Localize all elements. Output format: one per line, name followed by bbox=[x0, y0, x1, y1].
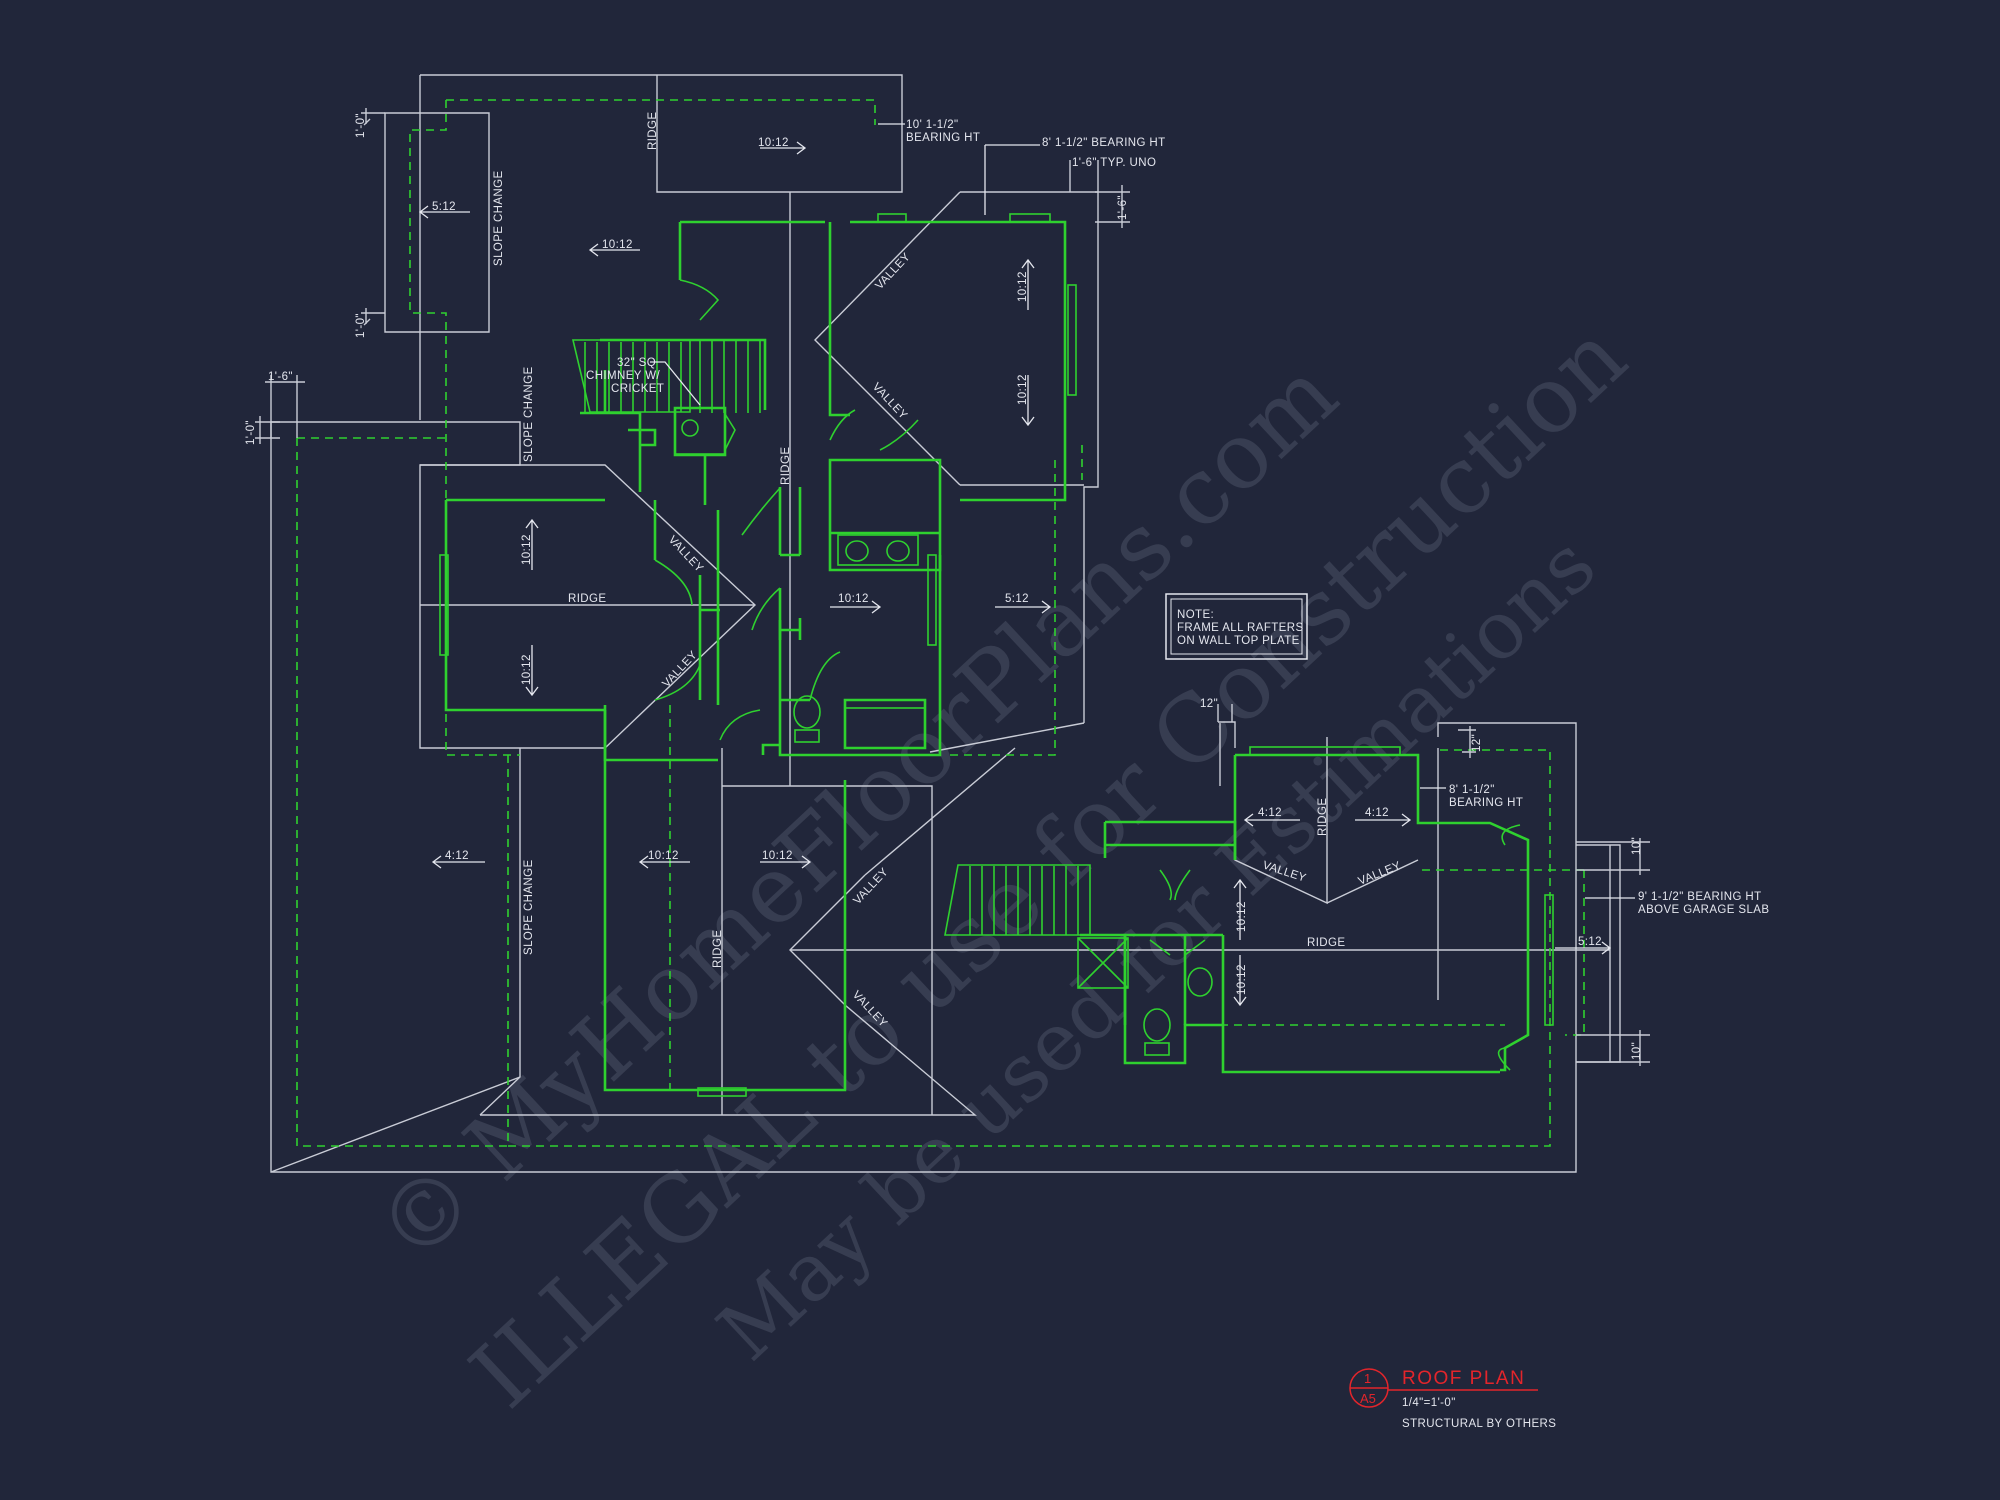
valley-label: VALLEY bbox=[660, 649, 699, 690]
bearing-callout: BEARING HT bbox=[906, 132, 980, 144]
watermark-line-3: May be used for Estimations bbox=[700, 518, 1613, 1378]
pitch-label: 10:12 bbox=[1017, 374, 1029, 405]
pitch-label: 10:12 bbox=[521, 534, 533, 565]
ridge-label: RIDGE bbox=[1307, 937, 1345, 949]
ridge-label: RIDGE bbox=[780, 447, 792, 485]
bearing-callout: 8' 1-1/2" bbox=[1449, 784, 1495, 796]
dimension-label: 1'-0" bbox=[355, 313, 367, 338]
bearing-callout: BEARING HT bbox=[1449, 797, 1523, 809]
valley-label: VALLEY bbox=[873, 251, 912, 292]
chimney-callout: 32" SQ bbox=[617, 357, 656, 369]
dimension-label: 12" bbox=[1200, 698, 1218, 710]
note-text: FRAME ALL RAFTERS bbox=[1177, 622, 1304, 634]
dimension-label: 12" bbox=[1471, 734, 1483, 752]
chimney-callout: CRICKET bbox=[611, 383, 664, 395]
pitch-label: 10:12 bbox=[1236, 901, 1248, 932]
garage-bearing-callout: ABOVE GARAGE SLAB bbox=[1638, 904, 1769, 916]
ridge-label: RIDGE bbox=[647, 112, 659, 150]
ridge-label: RIDGE bbox=[1317, 798, 1329, 836]
dimension-label: 1'-0" bbox=[245, 420, 257, 445]
pitch-label: 10:12 bbox=[1236, 964, 1248, 995]
pitch-label: 5:12 bbox=[1005, 593, 1029, 605]
pitch-label: 10:12 bbox=[602, 239, 633, 251]
windows bbox=[439, 213, 1554, 1097]
pitch-label: 10:12 bbox=[758, 137, 789, 149]
stairs-lower bbox=[944, 864, 1091, 936]
slope-change-label: SLOPE CHANGE bbox=[523, 859, 535, 955]
sheet-number: A5 bbox=[1360, 1391, 1376, 1406]
pitch-label: 5:12 bbox=[432, 201, 456, 213]
ridge-label: RIDGE bbox=[712, 930, 724, 968]
note-title: NOTE: bbox=[1177, 609, 1214, 621]
slope-change-label: SLOPE CHANGE bbox=[493, 170, 505, 266]
stairs-upper bbox=[571, 339, 765, 413]
watermark-line-1: © MyHomeFloorPlans.com bbox=[357, 340, 1358, 1284]
pitch-label: 4:12 bbox=[445, 850, 469, 862]
door-swings bbox=[654, 279, 1521, 1071]
pitch-label: 4:12 bbox=[1258, 807, 1282, 819]
wall-dashed-lines bbox=[296, 99, 1585, 1147]
dimension-lines bbox=[255, 108, 1650, 1066]
dimension-label: 10" bbox=[1631, 1042, 1643, 1060]
overhang-callout: 1'-6" TYP. UNO bbox=[1072, 157, 1156, 169]
structural-note: STRUCTURAL BY OTHERS bbox=[1402, 1418, 1556, 1430]
slope-change-label: SLOPE CHANGE bbox=[523, 366, 535, 462]
ridge-label: RIDGE bbox=[568, 593, 606, 605]
pitch-label: 10:12 bbox=[1017, 271, 1029, 302]
pitch-label: 4:12 bbox=[1365, 807, 1389, 819]
bearing-callout: 10' 1-1/2" bbox=[906, 119, 958, 131]
fixtures bbox=[793, 534, 1213, 1056]
note-text: ON WALL TOP PLATE bbox=[1177, 635, 1300, 647]
chimney-callout: CHIMNEY W/ bbox=[586, 370, 660, 382]
pitch-label: 10:12 bbox=[648, 850, 679, 862]
valley-label: VALLEY bbox=[1357, 860, 1403, 888]
dimension-label: 1'-0" bbox=[355, 113, 367, 138]
pitch-label: 10:12 bbox=[838, 593, 869, 605]
pitch-label: 10:12 bbox=[762, 850, 793, 862]
framing-note: NOTE: FRAME ALL RAFTERS ON WALL TOP PLAT… bbox=[1165, 593, 1308, 660]
drawing-title: ROOF PLAN bbox=[1402, 1368, 1525, 1389]
pitch-label: 10:12 bbox=[521, 654, 533, 685]
dimension-label: 1'-6" bbox=[268, 371, 293, 383]
leaders bbox=[650, 123, 1635, 899]
chimney bbox=[674, 407, 736, 455]
title-block: 1 A5 ROOF PLAN 1/4"=1'-0" STRUCTURAL BY … bbox=[1349, 1368, 1556, 1430]
drawing-scale: 1/4"=1'-0" bbox=[1402, 1397, 1456, 1409]
detail-number: 1 bbox=[1364, 1371, 1371, 1386]
watermark: © MyHomeFloorPlans.com ILLEGAL to use fo… bbox=[357, 303, 1647, 1428]
floor-plan-walls bbox=[444, 220, 1530, 1092]
dimension-label: 1'-6" bbox=[1117, 195, 1129, 220]
garage-bearing-callout: 9' 1-1/2" BEARING HT bbox=[1638, 891, 1762, 903]
pitch-arrows bbox=[418, 141, 1612, 1007]
pitch-label: 5:12 bbox=[1578, 936, 1602, 948]
bearing-callout: 8' 1-1/2" BEARING HT bbox=[1042, 137, 1166, 149]
dimension-label: 10" bbox=[1631, 837, 1643, 855]
